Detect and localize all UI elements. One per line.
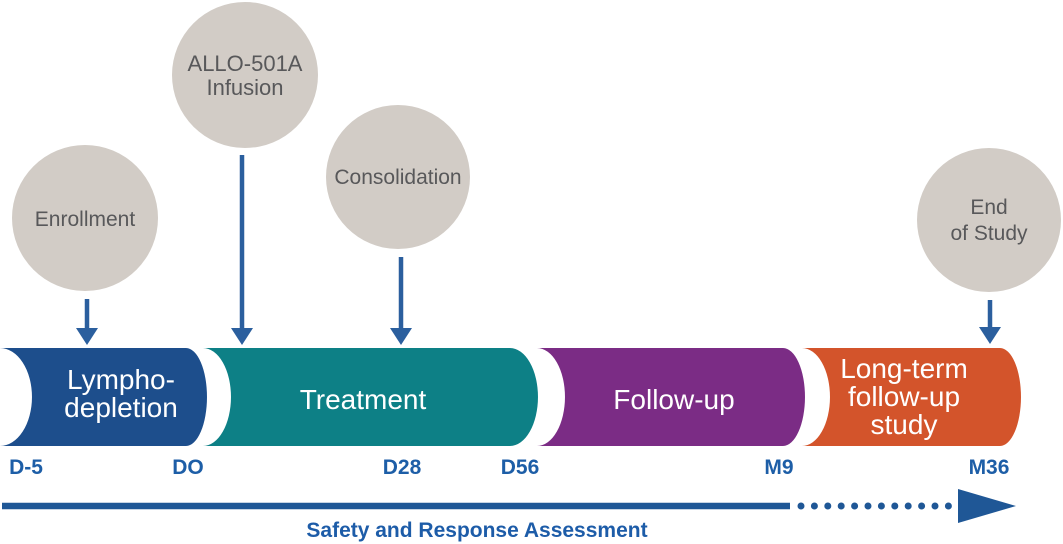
- assessment-label: Safety and Response Assessment: [306, 519, 647, 542]
- arrow-consolidation-head: [390, 328, 412, 345]
- tick-label-m36: M36: [969, 456, 1010, 479]
- arrow-enrollment-head: [76, 328, 98, 345]
- tick-label-d28: D28: [383, 456, 422, 479]
- long-term-follow-up-shape: [802, 348, 1021, 446]
- timeline-tick-labels: D-5 DO D28 D56 M9 M36: [9, 456, 1009, 479]
- treatment-shape: [203, 348, 538, 446]
- stage-bubble-consolidation: Consolidation: [326, 105, 470, 249]
- tick-label-m9: M9: [764, 456, 793, 479]
- lympho-depletion-shape: [0, 348, 207, 446]
- enrollment-label: Enrollment: [35, 208, 136, 231]
- end-of-study-label-line1: End: [970, 196, 1007, 219]
- long-term-label-line3: study: [871, 409, 938, 440]
- lympho-depletion-label-line1: Lympho-: [67, 364, 175, 395]
- consolidation-label: Consolidation: [334, 166, 461, 189]
- arrow-consolidation: [390, 257, 412, 345]
- phase-bar-follow-up: Follow-up: [537, 348, 805, 446]
- allo-501a-label-line2: Infusion: [206, 75, 283, 100]
- phase-bar-long-term-follow-up-study: Long-term follow-up study: [802, 348, 1021, 446]
- end-of-study-label-line2: of Study: [950, 222, 1028, 245]
- allo-501a-label-line1: ALLO-501A: [188, 51, 303, 76]
- stage-bubble-end-of-study: End of Study: [917, 148, 1061, 292]
- long-term-label-line2: follow-up: [848, 381, 960, 412]
- tick-label-d-5: D-5: [9, 456, 43, 479]
- arrow-allo-501a-head: [231, 328, 253, 345]
- tick-label-d56: D56: [501, 456, 540, 479]
- follow-up-shape: [537, 348, 805, 446]
- arrow-end-of-study-head: [979, 327, 1001, 344]
- stage-bubble-enrollment: Enrollment: [12, 145, 158, 291]
- assessment-arrowhead: [958, 489, 1016, 523]
- end-of-study-circle: [917, 148, 1061, 292]
- phase-bar-lympho-depletion: Lympho- depletion: [0, 348, 207, 446]
- stage-bubble-allo-501a-infusion: ALLO-501A Infusion: [172, 2, 318, 148]
- arrow-enrollment: [76, 299, 98, 345]
- tick-label-d0: DO: [172, 456, 204, 479]
- lympho-depletion-label-line2: depletion: [64, 392, 178, 423]
- follow-up-label: Follow-up: [613, 384, 734, 415]
- enrollment-circle: [12, 145, 158, 291]
- treatment-label: Treatment: [300, 384, 427, 415]
- long-term-label-line1: Long-term: [840, 353, 968, 384]
- phase-bar-treatment: Treatment: [203, 348, 538, 446]
- arrow-allo-501a-infusion: [231, 155, 253, 345]
- consolidation-circle: [326, 105, 470, 249]
- allo-501a-infusion-circle: [172, 2, 318, 148]
- arrow-end-of-study: [979, 300, 1001, 344]
- assessment-arrow: Safety and Response Assessment: [2, 489, 1016, 542]
